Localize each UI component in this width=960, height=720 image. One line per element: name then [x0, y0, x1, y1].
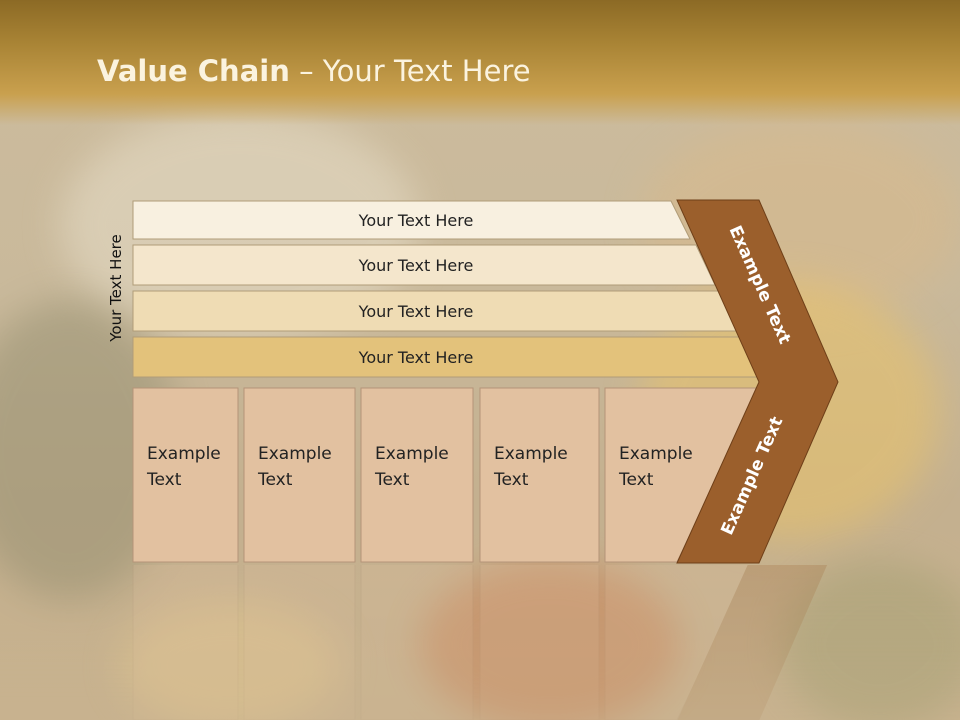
- box-label-line2: Text: [257, 470, 293, 490]
- activity-box: [360, 387, 474, 563]
- reflected-chevron: [677, 565, 828, 720]
- bar-label: Your Text Here: [358, 256, 474, 275]
- reflected-box: [243, 565, 356, 720]
- box-label-line1: Example: [375, 444, 449, 464]
- box-label-line2: Text: [493, 470, 529, 490]
- header-band: [0, 0, 960, 125]
- activity-box: [132, 387, 239, 563]
- box-label-line1: Example: [147, 444, 221, 464]
- slide-title: Value Chain – Your Text Here: [97, 54, 531, 88]
- background-photo-blob: [420, 560, 680, 720]
- box-label-line2: Text: [618, 470, 654, 490]
- margin-chevron: [676, 199, 839, 564]
- box-label-line1: Example: [619, 444, 693, 464]
- reflection-graphic: [132, 565, 828, 720]
- activity-box: [243, 387, 356, 563]
- reflected-box: [360, 565, 474, 720]
- box-label-line2: Text: [146, 470, 182, 490]
- bar-label: Your Text Here: [358, 348, 474, 367]
- box-label-line1: Example: [258, 444, 332, 464]
- reflected-box: [479, 565, 600, 720]
- bar-label: Your Text Here: [358, 302, 474, 321]
- title-bold: Value Chain: [97, 54, 290, 88]
- reflected-box: [604, 565, 752, 720]
- bar-label: Your Text Here: [358, 211, 474, 230]
- reflected-box: [132, 565, 239, 720]
- background-photo-blob: [120, 600, 340, 720]
- diagram-reflection: [0, 565, 960, 720]
- value-chain-bar: [132, 200, 691, 240]
- activity-box: [479, 387, 600, 563]
- box-label-line1: Example: [494, 444, 568, 464]
- background-photo-blob: [780, 560, 960, 720]
- box-label-line2: Text: [374, 470, 410, 490]
- title-rest: – Your Text Here: [289, 54, 531, 88]
